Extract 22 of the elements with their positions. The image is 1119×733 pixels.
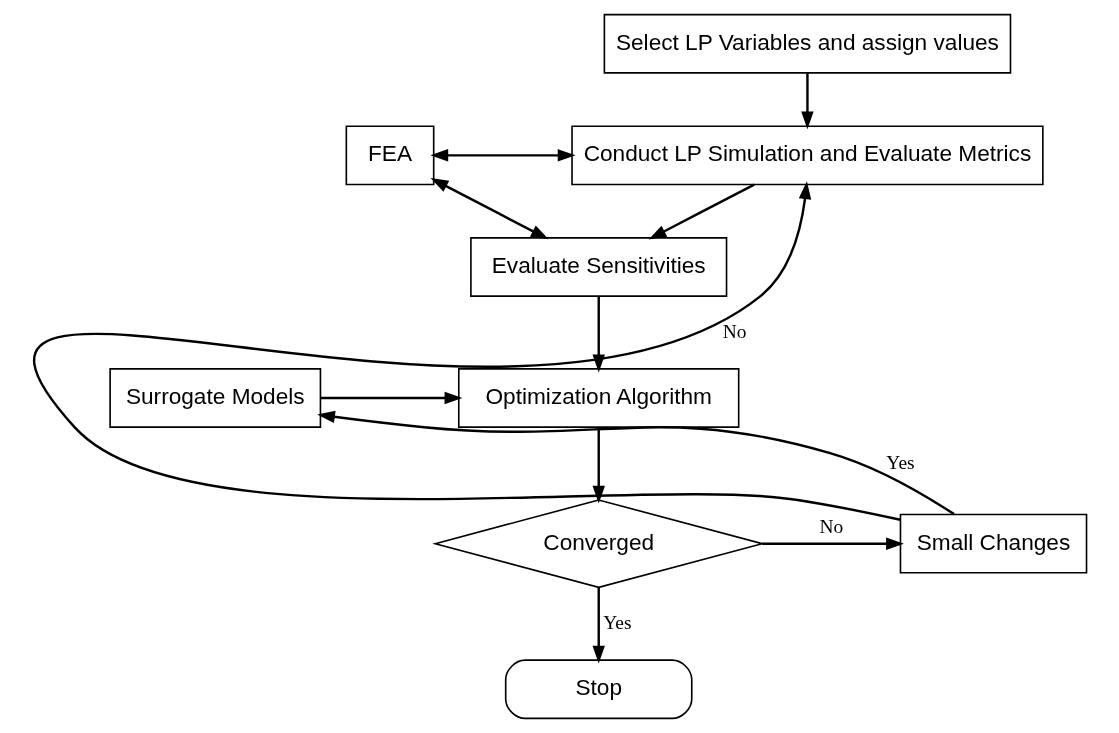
node-box: Optimization Algorithm bbox=[457, 368, 739, 428]
arrow bbox=[320, 391, 462, 405]
edge-label: Yes bbox=[885, 451, 915, 473]
arrow bbox=[316, 410, 955, 516]
arrow bbox=[800, 73, 814, 130]
arrow bbox=[35, 181, 901, 521]
arrow bbox=[648, 183, 755, 240]
arrow bbox=[429, 149, 576, 162]
node-box: FEA bbox=[345, 125, 434, 186]
node-box: Stop bbox=[504, 659, 693, 720]
node-box: Evaluate Sensitivities bbox=[469, 237, 727, 297]
node-box: Conduct LP Simulation and Evaluate Metrics bbox=[570, 125, 1044, 186]
arrow bbox=[591, 588, 605, 664]
node-box: Surrogate Models bbox=[108, 368, 321, 428]
arrow bbox=[761, 537, 904, 550]
edge-label: Yes bbox=[602, 611, 631, 633]
edge-label: No bbox=[722, 320, 746, 342]
node-box: Small Changes bbox=[899, 513, 1087, 574]
node-diamond: Converged bbox=[431, 499, 765, 589]
arrow bbox=[430, 178, 549, 240]
edge-label: No bbox=[818, 516, 843, 538]
node-box: Select LP Variables and assign values bbox=[603, 13, 1011, 74]
